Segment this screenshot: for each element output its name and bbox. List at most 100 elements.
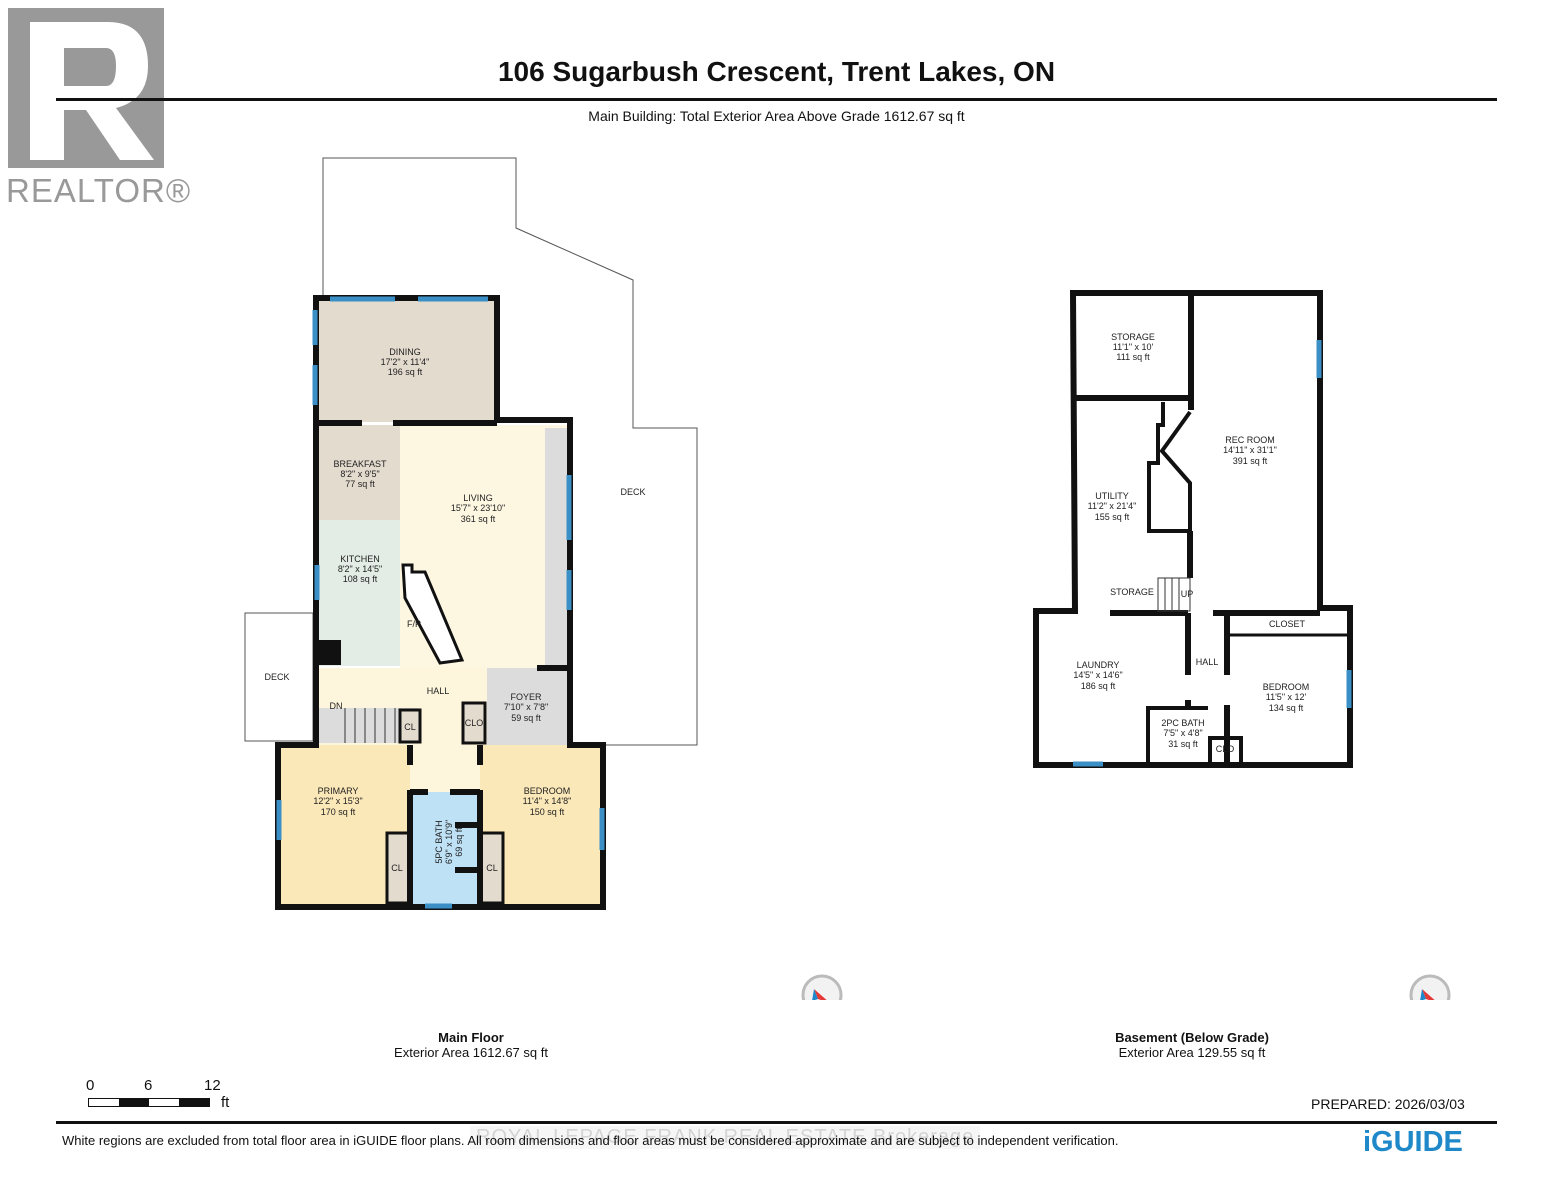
footer-divider	[56, 1121, 1497, 1124]
room-bath	[410, 792, 480, 905]
iguide-wordmark: iGUIDE	[1363, 1126, 1463, 1158]
closet-label: CLOSET	[1269, 619, 1306, 629]
scale-tick: 0	[86, 1077, 95, 1094]
room-dims: 14'5" x 14'6"	[1073, 670, 1122, 680]
basement-caption: Basement (Below Grade) Exterior Area 129…	[1072, 1030, 1312, 1060]
scale-unit: ft	[221, 1094, 230, 1111]
deck-label: DECK	[264, 672, 289, 682]
closet-foyer	[461, 701, 487, 745]
room-dims: 12'2" x 15'3"	[313, 796, 362, 806]
compass-icon: N	[1409, 974, 1451, 1000]
room-area: 186 sq ft	[1081, 681, 1116, 691]
room-area: 108 sq ft	[343, 574, 378, 584]
header-divider	[56, 98, 1497, 101]
room-area: 31 sq ft	[1168, 739, 1198, 749]
basement-area: Exterior Area 129.55 sq ft	[1118, 1045, 1266, 1060]
room-area: 69 sq ft	[454, 827, 464, 857]
stairs-down-label: DN	[330, 701, 343, 711]
room-area: 196 sq ft	[388, 367, 423, 377]
room-name: PRIMARY	[318, 786, 359, 796]
page-title: 106 Sugarbush Crescent, Trent Lakes, ON	[497, 56, 1056, 87]
room-area: 155 sq ft	[1095, 512, 1130, 522]
room-name: BEDROOM	[1263, 682, 1310, 692]
main-floor-title: Main Floor	[438, 1030, 504, 1045]
room-dining	[315, 300, 497, 422]
stairs-up-label: UP	[1181, 589, 1194, 599]
room-name: UTILITY	[1095, 491, 1129, 501]
room-area: 59 sq ft	[511, 713, 541, 723]
basement-windows	[1073, 340, 1352, 767]
room-area: 111 sq ft	[1116, 352, 1150, 362]
room-dims: 14'11" x 31'1"	[1223, 445, 1277, 455]
storage-label: STORAGE	[1110, 587, 1154, 597]
realtor-r-mark	[8, 8, 164, 168]
room-dims: 17'2" x 11'4"	[381, 357, 430, 367]
disclaimer: White regions are excluded from total fl…	[62, 1133, 1119, 1148]
room-dims: 11'5" x 12'	[1266, 692, 1307, 702]
deck-label: DECK	[620, 487, 645, 497]
room-dims: 6'9" x 10'9"	[444, 820, 454, 864]
closet-label: CLO	[465, 718, 484, 728]
room-area: 150 sq ft	[530, 807, 565, 817]
hall-label: HALL	[427, 686, 450, 696]
hall-label: HALL	[1196, 657, 1219, 667]
scale-bar: 0 6 12 ft	[86, 1077, 246, 1113]
room-name: LIVING	[463, 493, 493, 503]
room-name: LAUNDRY	[1077, 660, 1120, 670]
stair-treads	[344, 708, 396, 743]
room-name: 5PC BATH	[434, 820, 444, 863]
fireplace	[401, 563, 465, 665]
room-name: DINING	[389, 347, 421, 357]
closet-hall	[398, 708, 422, 744]
hall-corridor	[410, 740, 480, 792]
compass-icon: N	[801, 974, 843, 1000]
room-dims: 8'2" x 9'5"	[340, 469, 379, 479]
room-area: 391 sq ft	[1233, 456, 1268, 466]
room-dims: 7'10" x 7'8"	[504, 702, 548, 712]
page-subtitle: Main Building: Total Exterior Area Above…	[588, 108, 965, 124]
prepared-date: PREPARED: 2026/03/03	[1311, 1096, 1465, 1112]
main-floor-area: Exterior Area 1612.67 sq ft	[394, 1045, 548, 1060]
realtor-logo	[8, 8, 164, 168]
room-name: FOYER	[510, 692, 542, 702]
deck-outline	[322, 157, 698, 746]
watermark: ROYAL LEPAGE FRANK REAL ESTATE Brokerage	[470, 1126, 981, 1149]
basement-walls	[1033, 290, 1353, 768]
scale-tick: 6	[144, 1077, 153, 1094]
room-name: BREAKFAST	[333, 459, 387, 469]
room-dims: 11'4" x 14'8"	[523, 796, 572, 806]
room-name: 2PC BATH	[1161, 718, 1204, 728]
closet-label: CLO	[1216, 744, 1235, 754]
basement-title: Basement (Below Grade)	[1115, 1030, 1269, 1045]
room-dims: 11'1" x 10'	[1113, 342, 1154, 352]
room-foyer	[487, 668, 568, 745]
chimney-block	[313, 640, 341, 665]
basement-stair-treads	[1157, 577, 1191, 612]
room-dims: 11'2" x 21'4"	[1088, 501, 1137, 511]
closet-label: CL	[404, 722, 416, 732]
scale-graphic	[88, 1098, 210, 1107]
room-dims: 8'2" x 14'5"	[338, 564, 382, 574]
main-floor-windows	[276, 296, 605, 909]
room-dims: 15'7" x 23'10"	[451, 503, 505, 513]
room-dims: 7'5" x 4'8"	[1163, 728, 1202, 738]
room-name: BEDROOM	[524, 786, 571, 796]
scale-tick: 12	[204, 1077, 221, 1094]
room-area: 170 sq ft	[321, 807, 356, 817]
room-area: 361 sq ft	[461, 514, 496, 524]
closet-label: CL	[391, 863, 403, 873]
room-name: STORAGE	[1111, 332, 1155, 342]
room-name: KITCHEN	[340, 554, 380, 564]
room-name: REC ROOM	[1225, 435, 1275, 445]
room-area: 77 sq ft	[345, 479, 375, 489]
realtor-wordmark: REALTOR®	[6, 172, 192, 209]
main-floor-walls	[275, 295, 606, 910]
closet-label: CL	[486, 863, 498, 873]
floor-plans: DINING 17'2" x 11'4" 196 sq ft BREAKFAST…	[244, 157, 1451, 1000]
room-area: 134 sq ft	[1269, 703, 1304, 713]
main-floor-caption: Main Floor Exterior Area 1612.67 sq ft	[371, 1030, 571, 1060]
room-breakfast	[318, 425, 400, 520]
iguide-logo: iGUIDE	[1363, 1126, 1463, 1159]
fireplace-label: F/P	[407, 619, 421, 629]
